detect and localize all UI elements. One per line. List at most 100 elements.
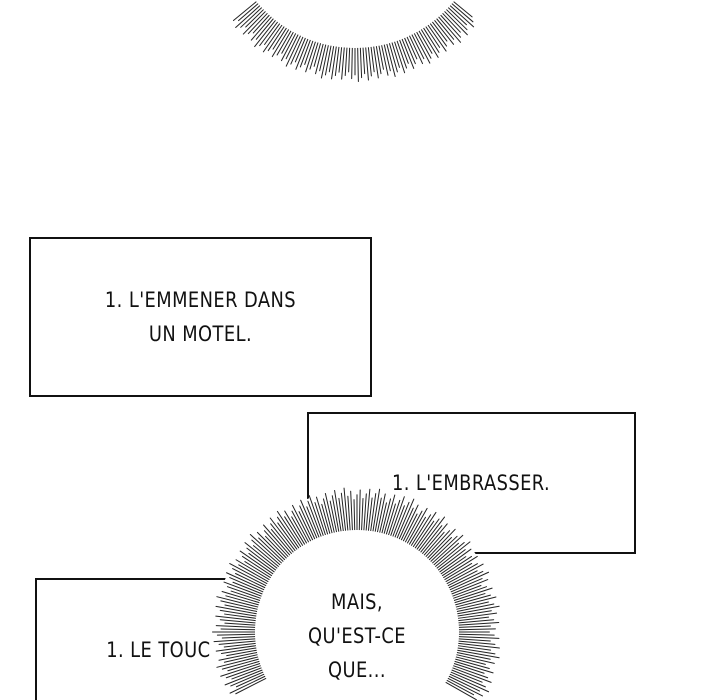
burst-ray [245, 9, 265, 28]
burst-ray [447, 570, 478, 587]
burst-ray [232, 581, 263, 595]
caption-1-line-2: UN MOTEL. [148, 322, 253, 346]
burst-ray [227, 660, 260, 672]
burst-ray [224, 622, 256, 626]
burst-ray [449, 673, 490, 693]
burst-ray [447, 7, 467, 26]
burst-line-2: QU'EST-CE [308, 624, 406, 648]
burst-ray [235, 559, 270, 581]
burst-ray [428, 537, 452, 561]
burst-ray [453, 1, 473, 18]
burst-ray [454, 593, 486, 604]
burst-ray [416, 518, 440, 550]
burst-ray [247, 12, 268, 35]
burst-ray [235, 573, 266, 589]
burst-ray [401, 38, 415, 69]
burst-ray [420, 525, 443, 553]
burst-ray [429, 23, 448, 47]
burst-ray [444, 10, 468, 36]
burst-ray [340, 492, 347, 532]
burst-ray [372, 488, 381, 532]
burst-ray [414, 520, 435, 549]
burst-ray [433, 542, 460, 566]
burst-ray [242, 10, 266, 35]
burst-ray [378, 45, 384, 70]
burst-ray [263, 524, 291, 556]
burst-ray [347, 495, 351, 531]
burst-ray [388, 499, 401, 536]
burst-ray [408, 516, 427, 545]
burst-ray [238, 564, 269, 583]
burst-ray [215, 625, 256, 628]
burst-ray [361, 498, 364, 531]
burst-ray [448, 675, 481, 692]
burst-ray [391, 42, 400, 68]
burst-ray [235, 5, 261, 28]
burst-ray [215, 615, 257, 622]
burst-ray [225, 665, 262, 679]
burst-ray [341, 47, 345, 80]
burst-ray [458, 619, 495, 624]
burst-ray [426, 528, 456, 559]
burst-ray [457, 612, 498, 619]
burst-speech-text: MAIS, QU'EST-CE QUE... [272, 585, 442, 687]
burst-ray [284, 510, 306, 545]
burst-ray [253, 545, 280, 568]
burst-ray [328, 45, 335, 73]
burst-ray [400, 504, 419, 541]
burst-ray [269, 517, 296, 552]
burst-ray [453, 587, 493, 601]
burst-line-3: QUE... [328, 658, 386, 682]
burst-ray [246, 547, 277, 571]
burst-ray [225, 595, 260, 606]
burst-ray [321, 503, 331, 535]
burst-ray [338, 46, 343, 73]
burst-ray [334, 489, 342, 532]
burst-ray [331, 495, 340, 533]
burst-ray [252, 14, 270, 34]
burst-ray [416, 31, 432, 59]
burst-ray [394, 501, 410, 538]
burst-ray [258, 537, 284, 563]
burst-ray [320, 44, 329, 79]
burst-ray [396, 40, 408, 69]
burst-ray [423, 27, 440, 53]
burst-ray [351, 47, 353, 80]
burst-ray [235, 677, 267, 695]
burst-ray [458, 640, 496, 645]
burst-ray [307, 500, 322, 538]
burst-ray [313, 42, 322, 67]
burst-ray [406, 507, 428, 544]
burst-ray [306, 506, 320, 538]
burst-center [227, 0, 483, 48]
burst-ray [324, 45, 332, 76]
burst-ray [454, 660, 494, 674]
burst-ray [449, 571, 490, 591]
burst-ray [451, 3, 474, 23]
burst-ray [299, 39, 311, 68]
burst-ray [285, 35, 302, 67]
burst-ray [224, 604, 258, 613]
burst-ray [215, 605, 258, 615]
burst-ray [291, 516, 308, 544]
burst-ray [230, 671, 264, 687]
burst-ray [456, 649, 500, 659]
burst-ray [363, 493, 367, 531]
burst-ray [410, 514, 432, 547]
burst-ray [456, 603, 495, 613]
burst-ray [223, 581, 263, 597]
burst-ray [322, 498, 333, 534]
burst-ray [344, 47, 348, 77]
burst-ray [304, 40, 314, 65]
burst-ray [375, 45, 382, 75]
burst-ray [263, 530, 289, 558]
burst-ray [309, 42, 319, 70]
burst-ray [441, 555, 473, 577]
burst-ray [226, 572, 265, 591]
burst-ray [445, 563, 478, 583]
burst-ray [262, 24, 283, 53]
burst-ray [267, 26, 285, 52]
burst-ray [370, 46, 375, 73]
burst-ray [216, 596, 259, 608]
burst-ray [240, 7, 263, 28]
